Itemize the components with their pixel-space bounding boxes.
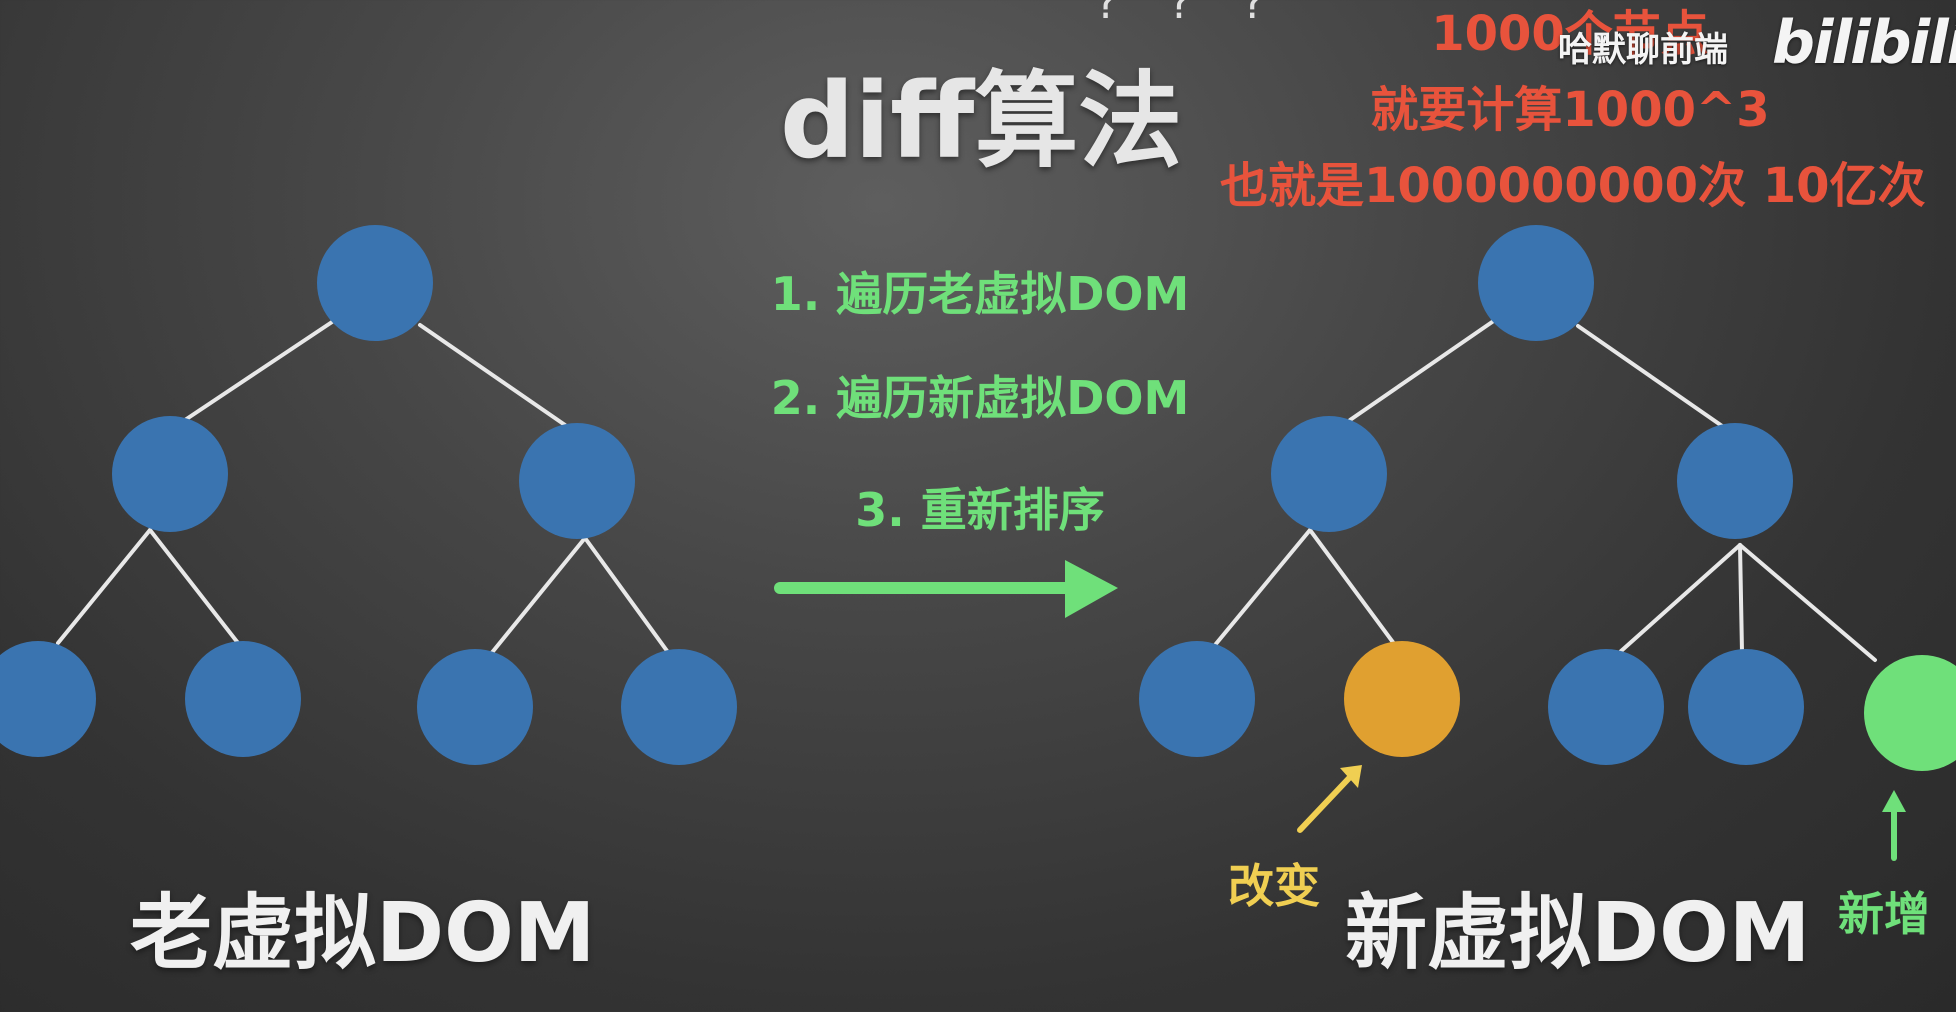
old-tree-label: 老虚拟DOM xyxy=(130,886,596,981)
new-edge xyxy=(1213,528,1312,647)
new-edge xyxy=(1576,324,1727,430)
new-tree-nodes xyxy=(1139,225,1956,771)
added-arrow xyxy=(1882,790,1906,861)
old-edge xyxy=(488,536,587,657)
new-edge xyxy=(1308,528,1397,647)
old-right-node xyxy=(519,423,635,539)
old-edge xyxy=(418,323,567,427)
bilibili-logo: bilibili xyxy=(1772,8,1956,78)
old-tree-edges xyxy=(56,320,672,657)
new-edge xyxy=(1618,543,1742,654)
transform-arrow xyxy=(774,560,1118,618)
old-edge xyxy=(148,528,240,645)
changed-arrow xyxy=(1297,765,1362,833)
changed-node xyxy=(1344,641,1460,757)
old-root-node xyxy=(317,225,433,341)
old-leaf-node xyxy=(0,641,96,757)
annotation-line-1: 1000个节点 xyxy=(1431,6,1709,62)
old-edge xyxy=(56,528,152,645)
new-edge xyxy=(1348,318,1497,422)
old-leaf-node xyxy=(417,649,533,765)
annotation-line-3: 也就是1000000000次 10亿次 xyxy=(1220,158,1926,214)
new-edge xyxy=(1738,543,1877,662)
old-edge xyxy=(583,536,672,657)
old-leaf-node xyxy=(621,649,737,765)
new-left-node xyxy=(1271,416,1387,532)
slide-title: diff算法 xyxy=(780,60,1183,182)
changed-label: 改变 xyxy=(1228,859,1320,913)
new-leaf-node xyxy=(1688,649,1804,765)
new-root-node xyxy=(1478,225,1594,341)
annotation-line-2: 就要计算1000^3 xyxy=(1370,82,1770,138)
new-right-node xyxy=(1677,423,1793,539)
step-3: 3. 重新排序 xyxy=(855,483,1105,537)
new-tree-label: 新虚拟DOM xyxy=(1345,886,1811,981)
channel-watermark: 哈默聊前端 xyxy=(1558,30,1728,70)
old-left-node xyxy=(112,416,228,532)
new-leaf-node xyxy=(1548,649,1664,765)
new-leaf-node xyxy=(1139,641,1255,757)
old-leaf-node xyxy=(185,641,301,757)
step-1: 1. 遍历老虚拟DOM xyxy=(770,267,1190,321)
new-tree-edges xyxy=(1213,318,1877,662)
old-tree-nodes xyxy=(0,225,737,765)
step-2: 2. 遍历新虚拟DOM xyxy=(770,371,1190,425)
old-edge xyxy=(183,320,334,422)
new-edge xyxy=(1738,543,1744,654)
question-marks: ? ? ? xyxy=(1095,0,1284,29)
added-node xyxy=(1864,655,1956,771)
added-label: 新增 xyxy=(1838,887,1930,941)
